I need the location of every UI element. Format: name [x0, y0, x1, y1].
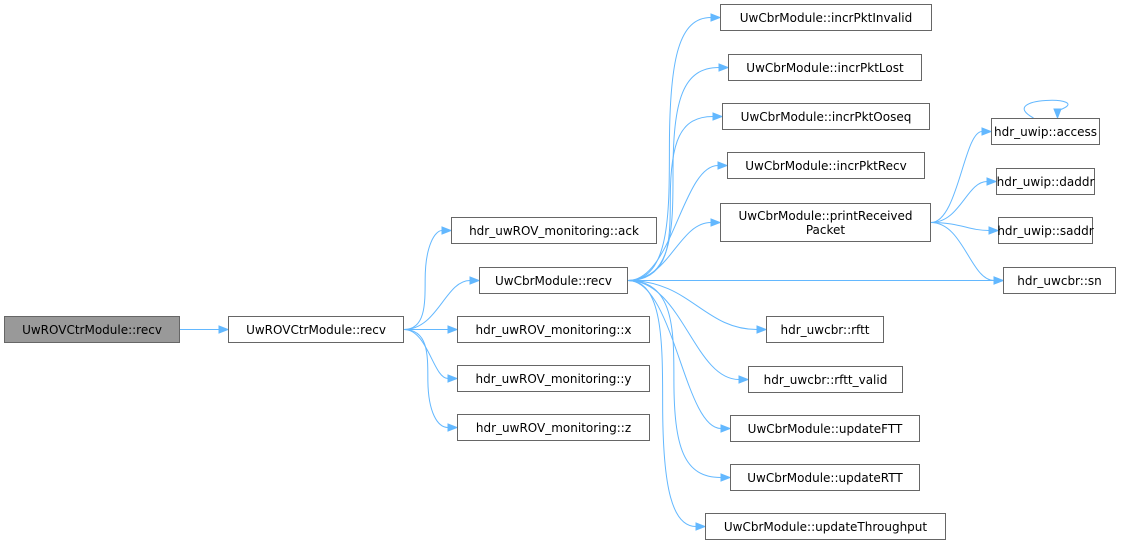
node-label: UwCbrModule::recv	[495, 273, 612, 288]
edge-print_recv-uwcbr_sn-arrowhead	[993, 276, 1005, 285]
edge-cbr_recv-rftt_valid	[627, 280, 740, 380]
edge-ctrl_recv-mon_ack	[403, 230, 443, 330]
node-hdr-uwip-access[interactable]: hdr_uwip::access	[991, 118, 1100, 145]
node-label: hdr_uwROV_monitoring::y	[475, 371, 632, 386]
edge-cbr_recv-update_rtt-arrowhead	[720, 473, 732, 482]
node-label: UwROVCtrModule::recv	[246, 322, 386, 337]
edge-uwip_access-uwip_access	[1023, 99, 1069, 119]
edge-ctrl_recv-mon_z	[403, 329, 449, 428]
node-label: hdr_uwROV_monitoring::ack	[469, 223, 639, 238]
node-hdr-uwcbr-rftt-valid[interactable]: hdr_uwcbr::rftt_valid	[748, 366, 903, 393]
node-label: UwROVCtrModule::recv	[22, 322, 162, 337]
node-label: hdr_uwcbr::rftt_valid	[763, 372, 888, 387]
node-label: UwCbrModule::incrPktOoseq	[740, 109, 912, 124]
node-hdr-uwrov-monitoring-z[interactable]: hdr_uwROV_monitoring::z	[457, 414, 650, 441]
node-uwcbrmodule-incrpktlost[interactable]: UwCbrModule::incrPktLost	[728, 54, 922, 81]
node-label: hdr_uwip::access	[993, 124, 1098, 139]
edge-root-ctrl_recv-arrowhead	[218, 325, 230, 334]
edge-ctrl_recv-mon_ack-arrowhead	[441, 226, 453, 235]
edge-print_recv-uwip_access	[930, 131, 983, 223]
node-uwcbrmodule-incrpktooseq[interactable]: UwCbrModule::incrPktOoseq	[722, 103, 930, 130]
node-label: UwCbrModule::updateThroughput	[723, 519, 928, 534]
node-label: hdr_uwcbr::sn	[1017, 273, 1102, 288]
edge-cbr_recv-print_recv	[627, 222, 712, 281]
node-hdr-uwrov-monitoring-x[interactable]: hdr_uwROV_monitoring::x	[457, 316, 650, 343]
edge-print_recv-uwip_saddr-arrowhead	[988, 226, 1000, 235]
node-hdr-uwip-daddr[interactable]: hdr_uwip::daddr	[996, 168, 1095, 195]
edge-cbr_recv-incr_invalid-arrowhead	[710, 13, 722, 22]
node-hdr-uwrov-monitoring-ack[interactable]: hdr_uwROV_monitoring::ack	[451, 217, 657, 244]
edge-cbr_recv-incr_invalid	[627, 17, 712, 281]
node-hdr-uwip-saddr[interactable]: hdr_uwip::saddr	[997, 217, 1094, 244]
node-uwcbrmodule-updateftt[interactable]: UwCbrModule::updateFTT	[730, 415, 920, 442]
edge-ctrl_recv-mon_z-arrowhead	[447, 423, 459, 432]
edge-cbr_recv-rftt-arrowhead	[756, 325, 768, 334]
node-uwcbrmodule-updatethroughput[interactable]: UwCbrModule::updateThroughput	[705, 513, 946, 540]
node-uwcbrmodule-printreceivedpacket[interactable]: UwCbrModule::printReceived Packet	[720, 203, 931, 242]
node-label: hdr_uwcbr::rftt	[780, 322, 870, 337]
edge-ctrl_recv-mon_y-arrowhead	[447, 374, 459, 383]
edge-cbr_recv-print_recv-arrowhead	[710, 218, 722, 227]
node-uwcbrmodule-incrpktrecv[interactable]: UwCbrModule::incrPktRecv	[727, 152, 925, 179]
node-hdr-uwcbr-rftt[interactable]: hdr_uwcbr::rftt	[766, 316, 884, 343]
edge-ctrl_recv-mon_x-arrowhead	[447, 325, 459, 334]
node-label: UwCbrModule::incrPktLost	[746, 60, 904, 75]
edge-cbr_recv-update_tp-arrowhead	[695, 522, 707, 531]
edge-cbr_recv-update_tp	[627, 280, 697, 527]
edge-print_recv-uwcbr_sn	[930, 222, 995, 281]
node-label: UwCbrModule::incrPktRecv	[745, 158, 907, 173]
edge-print_recv-uwip_daddr	[930, 181, 988, 223]
edge-ctrl_recv-mon_y	[403, 329, 449, 379]
edge-cbr_recv-incr_lost-arrowhead	[718, 63, 730, 72]
node-uwcbrmodule-incrpktinvalid[interactable]: UwCbrModule::incrPktInvalid	[720, 4, 932, 31]
node-label: hdr_uwip::daddr	[996, 174, 1095, 189]
node-label: UwCbrModule::incrPktInvalid	[739, 10, 913, 25]
node-label: hdr_uwROV_monitoring::x	[475, 322, 632, 337]
node-hdr-uwrov-monitoring-y[interactable]: hdr_uwROV_monitoring::y	[457, 365, 650, 392]
edge-print_recv-uwip_daddr-arrowhead	[986, 177, 998, 186]
edge-cbr_recv-incr_ooseq-arrowhead	[712, 112, 724, 121]
edge-cbr_recv-incr_recv-arrowhead	[717, 161, 729, 170]
node-uwrovctrmodule-recv-root: UwROVCtrModule::recv	[4, 316, 180, 343]
node-label: UwCbrModule::printReceived Packet	[738, 208, 913, 237]
node-hdr-uwcbr-sn[interactable]: hdr_uwcbr::sn	[1003, 267, 1116, 294]
node-label: hdr_uwROV_monitoring::z	[475, 420, 632, 435]
edge-uwip_access-uwip_access-arrowhead	[1053, 108, 1062, 120]
edge-print_recv-uwip_access-arrowhead	[981, 127, 993, 136]
edge-print_recv-uwip_saddr	[930, 222, 990, 231]
edge-cbr_recv-rftt_valid-arrowhead	[738, 375, 750, 384]
node-label: hdr_uwip::saddr	[997, 223, 1094, 238]
node-uwrovctrmodule-recv[interactable]: UwROVCtrModule::recv	[228, 316, 404, 343]
edge-cbr_recv-incr_ooseq	[627, 116, 714, 281]
edge-cbr_recv-incr_recv	[627, 165, 719, 281]
edge-cbr_recv-rftt	[627, 280, 758, 330]
edge-cbr_recv-update_ftt-arrowhead	[720, 424, 732, 433]
node-uwcbrmodule-updatertt[interactable]: UwCbrModule::updateRTT	[730, 464, 920, 491]
node-label: UwCbrModule::updateRTT	[747, 470, 903, 485]
node-label: UwCbrModule::updateFTT	[747, 421, 903, 436]
edge-cbr_recv-update_rtt	[627, 280, 722, 478]
edge-ctrl_recv-cbr_recv-arrowhead	[469, 276, 481, 285]
edge-cbr_recv-incr_lost	[627, 67, 720, 281]
edge-ctrl_recv-cbr_recv	[403, 280, 471, 330]
node-uwcbrmodule-recv[interactable]: UwCbrModule::recv	[479, 267, 628, 294]
